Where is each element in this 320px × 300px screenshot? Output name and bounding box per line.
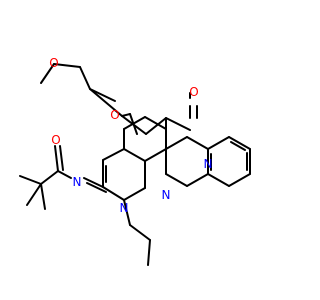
atom-label-nitrogen: N — [162, 188, 171, 202]
bond — [121, 113, 131, 117]
bond — [83, 177, 104, 188]
bond — [57, 170, 72, 179]
bond — [102, 186, 125, 201]
bond — [207, 173, 230, 187]
atom-label-nitrogen: N — [120, 201, 129, 215]
background — [0, 0, 300, 300]
bond — [40, 63, 55, 84]
bond — [86, 182, 107, 193]
bond — [144, 116, 167, 130]
bond — [53, 63, 81, 68]
atom-label-oxygen: O — [49, 56, 58, 70]
bond — [40, 183, 46, 210]
bond — [228, 173, 251, 187]
bond — [230, 141, 246, 151]
bond — [26, 183, 42, 206]
bond — [207, 136, 230, 150]
bond — [40, 170, 59, 185]
bond — [165, 136, 188, 150]
bond — [123, 116, 146, 130]
bond — [165, 173, 188, 187]
atom-label-nitrogen: N — [204, 157, 213, 171]
bond — [89, 88, 116, 102]
structure-diagram: O O O O N N N N — [0, 0, 300, 300]
atom-label-nitrogen: N — [73, 175, 82, 189]
bond — [145, 117, 167, 135]
bond — [186, 173, 209, 187]
bond — [165, 117, 191, 131]
bond — [186, 136, 209, 150]
bond — [102, 148, 125, 161]
bond — [121, 115, 147, 135]
bond — [79, 66, 91, 90]
bond — [54, 145, 59, 172]
bond — [123, 199, 131, 226]
bond — [228, 136, 251, 150]
atom-label-oxygen: O — [110, 108, 119, 122]
bond — [89, 88, 123, 117]
atom-labels: O O O O N N N N — [49, 56, 212, 215]
bond — [123, 187, 146, 201]
atom-label-oxygen: O — [189, 85, 198, 99]
bond — [19, 175, 42, 185]
atom-label-oxygen: O — [51, 133, 60, 147]
bond — [123, 148, 146, 162]
bonds — [19, 63, 251, 266]
bond — [129, 224, 151, 241]
bond — [144, 148, 167, 162]
molecule-canvas: O O O O N N N N — [0, 0, 300, 300]
bond — [147, 239, 151, 266]
bond — [59, 145, 64, 171]
